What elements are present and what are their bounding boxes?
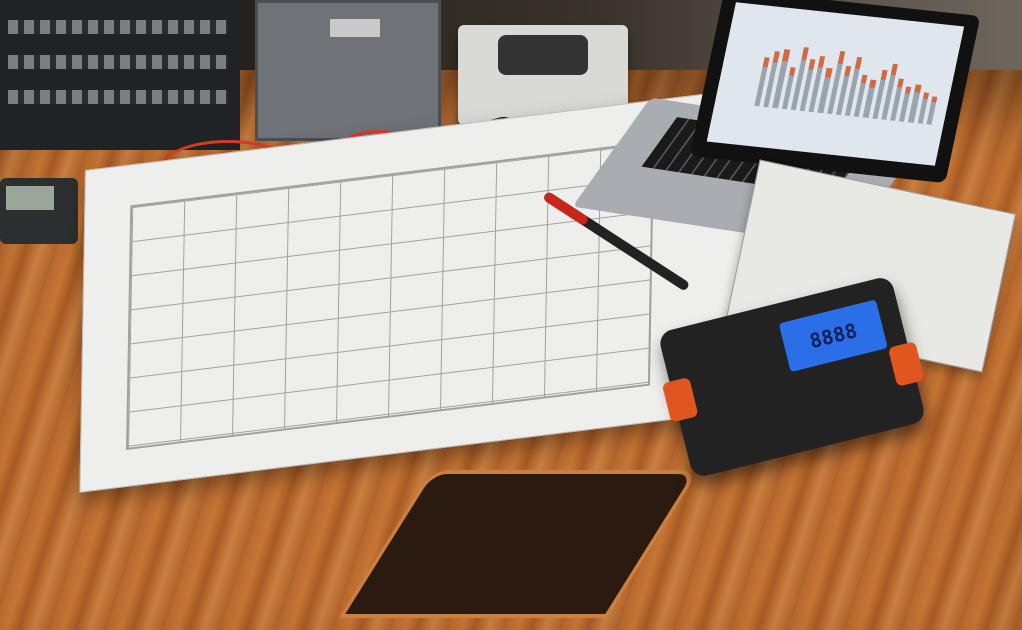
control-cabinet (255, 0, 441, 141)
breaker-row (8, 20, 228, 34)
multimeter-display: 8888 (778, 299, 888, 373)
chart-bar (926, 96, 938, 125)
device-top (498, 35, 588, 75)
cabinet-label (330, 19, 380, 37)
screen-display (706, 2, 965, 166)
bar-chart (754, 36, 946, 125)
schematic-lines (126, 140, 655, 450)
electrical-panel (0, 0, 240, 150)
breaker-row (8, 90, 228, 104)
bench-meter (0, 178, 78, 244)
laptop-screen (689, 0, 981, 184)
breaker-row (8, 55, 228, 69)
bench-meter-display (6, 186, 54, 210)
